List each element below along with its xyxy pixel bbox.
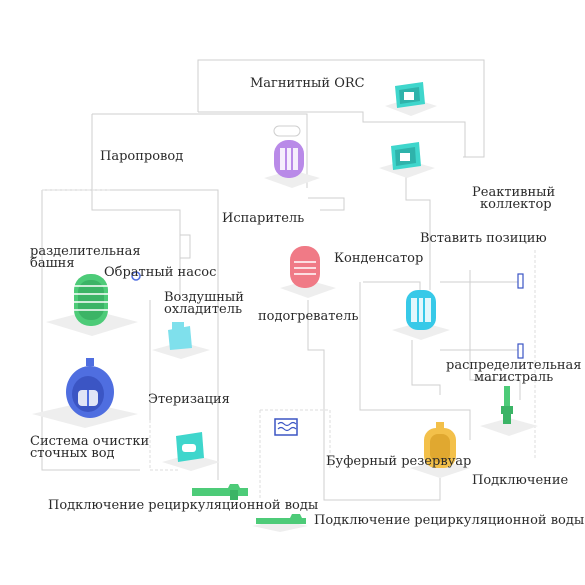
buffer-tank-icon[interactable] <box>408 420 472 480</box>
recirculation-label-2: Подключение рециркуляционной воды <box>314 513 585 528</box>
separation-tower-label-2: башня <box>30 256 75 271</box>
recirculation-label-1: Подключение рециркуляционной воды <box>48 498 319 513</box>
magnetic-orc-module-icon[interactable] <box>383 76 439 118</box>
steam-line-label: Паропровод <box>100 149 184 164</box>
connection-label: Подключение <box>472 473 569 488</box>
insert-position-label: Вставить позицию <box>420 231 547 246</box>
condenser-label: Конденсатор <box>334 251 424 266</box>
connection-valve-icon[interactable] <box>478 384 540 438</box>
buffer-tank-label: Буферный резервуар <box>326 454 472 469</box>
return-pump-icon[interactable] <box>130 270 142 282</box>
reactive-collector-label-1: Реактивный <box>472 185 556 200</box>
wastewater-label-2: сточных вод <box>30 446 115 461</box>
distribution-icon[interactable] <box>390 286 452 342</box>
etherization-label: Этеризация <box>148 392 230 407</box>
sensor-icon[interactable] <box>516 272 526 290</box>
preheater-icon[interactable] <box>278 244 338 300</box>
sensor-icon[interactable] <box>516 342 526 360</box>
distribution-main-label-1: распределительная <box>446 358 582 373</box>
recirculation-pipe-icon[interactable] <box>190 482 250 502</box>
evaporator-icon[interactable] <box>262 122 322 190</box>
etherization-icon[interactable] <box>160 426 222 472</box>
wastewater-label-1: Система очистки <box>30 434 150 449</box>
separation-tower-icon[interactable] <box>44 270 140 338</box>
wastewater-icon[interactable] <box>30 356 140 430</box>
air-cooler-label-1: Воздушный <box>164 290 244 305</box>
preheater-label: подогреватель <box>258 309 359 324</box>
air-cooler-label-2: охладитель <box>164 302 243 317</box>
separation-tower-label-1: разделительная <box>30 244 141 259</box>
reactive-collector-label-2: коллектор <box>480 197 552 212</box>
return-pump-label: Обратный насос <box>104 265 217 280</box>
magnetic-orc-label: Магнитный ORC <box>250 76 365 91</box>
recirculation-pipe-icon[interactable] <box>250 510 310 534</box>
air-cooler-icon[interactable] <box>150 316 212 360</box>
distribution-main-label-2: магистраль <box>474 370 554 385</box>
teal-module-icon[interactable] <box>377 136 437 180</box>
evaporator-label: Испаритель <box>222 211 305 226</box>
heat-exchanger-icon[interactable] <box>274 418 298 436</box>
